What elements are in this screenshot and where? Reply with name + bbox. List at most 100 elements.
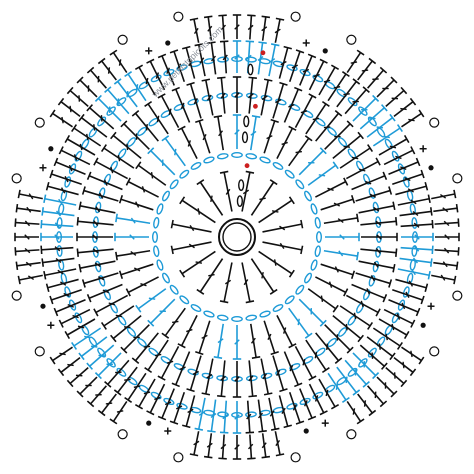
round-5-dc	[339, 144, 374, 169]
edge-dc	[97, 393, 117, 417]
edge-dc	[385, 367, 408, 388]
round-1-dc	[262, 241, 304, 255]
round-2-chain	[151, 231, 158, 243]
turning-chain-icon	[247, 63, 254, 76]
round-7-dc	[45, 278, 79, 292]
edge-dc	[76, 76, 98, 98]
edge-dc	[66, 367, 89, 388]
round-7-dc	[41, 257, 75, 267]
round-1-dc	[241, 170, 255, 212]
round-7-dc	[399, 257, 433, 267]
round-7-dc	[299, 53, 317, 86]
round-1-dc	[241, 262, 255, 304]
round-2-chain	[153, 245, 160, 258]
round-5-dc	[315, 332, 343, 364]
round-7-dc	[219, 40, 229, 74]
round-5-dc	[201, 78, 214, 116]
round-7-dc	[318, 64, 340, 96]
slip-stitch-icon	[428, 165, 434, 171]
picot-icon	[34, 346, 45, 357]
edge-dc	[76, 376, 98, 398]
round-7-dc	[383, 146, 416, 166]
round-3-dc	[161, 135, 186, 167]
round-3-dc	[276, 125, 297, 159]
round-4-chain	[92, 245, 99, 258]
round-7-dc	[378, 318, 410, 340]
round-2-chain	[245, 314, 258, 321]
round-2-chain	[304, 190, 312, 202]
picot-icon	[452, 290, 463, 301]
round-7-dc	[352, 94, 380, 122]
round-2-chain	[295, 284, 305, 295]
round-4-chain	[337, 327, 348, 337]
picot-icon	[173, 452, 184, 463]
round-7-dc	[359, 104, 388, 130]
round-5-dc	[358, 201, 396, 214]
round-3-dc	[232, 325, 242, 360]
round-4-chain	[375, 216, 382, 229]
round-5-dc	[283, 86, 303, 123]
round-7-dc	[288, 392, 305, 425]
round-6-chain	[367, 347, 377, 358]
round-2-chain	[231, 315, 243, 322]
round-5-dc	[81, 186, 119, 202]
round-7-dc	[40, 219, 74, 229]
ring-outer	[218, 218, 256, 256]
round-6-chain	[411, 245, 418, 257]
round-5-dc	[305, 339, 330, 374]
edge-dc	[247, 434, 256, 460]
round-7-dc	[86, 104, 115, 130]
round-6-chain	[312, 391, 324, 400]
round-5-dc	[283, 351, 303, 388]
edge-dc	[218, 434, 227, 460]
round-4-chain	[289, 363, 301, 371]
round-3-dc	[195, 118, 211, 154]
round-5-dc	[201, 358, 214, 396]
round-7-dc	[372, 124, 403, 147]
round-3-dc	[307, 288, 339, 313]
edge-dc	[357, 57, 377, 81]
round-3-dc	[288, 135, 313, 167]
round-1-dc	[219, 170, 233, 212]
edge-dc	[66, 86, 89, 107]
round-5-dc	[345, 294, 381, 317]
round-1-dc	[196, 179, 224, 216]
round-7-dc	[40, 245, 74, 255]
picot-icon	[346, 34, 357, 45]
round-4-chain	[98, 187, 106, 199]
edge-dc	[367, 66, 388, 89]
edge-dc	[346, 49, 365, 73]
round-2-chain	[190, 304, 202, 312]
round-5-dc	[76, 248, 114, 257]
round-3-dc	[307, 161, 339, 186]
round-5-dc	[81, 272, 119, 288]
round-5-dc	[217, 360, 226, 398]
round-3-dc	[213, 323, 225, 359]
edge-dc	[261, 433, 271, 459]
edge-dc	[431, 189, 457, 200]
round-1-dc	[250, 258, 278, 295]
round-5-dc	[358, 260, 396, 273]
round-5-dc	[260, 78, 273, 116]
round-7-dc	[397, 194, 431, 206]
edge-dc	[15, 261, 41, 271]
round-7-dc	[134, 64, 156, 96]
edge-dc	[376, 376, 398, 398]
round-2-chain	[190, 162, 202, 170]
round-6-chain	[402, 286, 410, 298]
round-3-dc	[325, 232, 360, 242]
round-7-dc	[157, 53, 175, 86]
round-4-chain	[92, 216, 99, 229]
slip-stitch-icon	[165, 40, 171, 46]
round-7-dc	[257, 399, 267, 433]
edge-dc	[433, 261, 459, 271]
round-3-dc	[177, 125, 198, 159]
round-7-dc	[366, 336, 396, 361]
round-3-dc	[115, 213, 151, 225]
round-4-chain	[245, 375, 258, 382]
round-7-dc	[257, 41, 267, 75]
round-3-dc	[288, 307, 313, 339]
round-2-chain	[162, 272, 170, 284]
round-6-chain	[176, 64, 188, 72]
round-3-dc	[315, 276, 349, 297]
